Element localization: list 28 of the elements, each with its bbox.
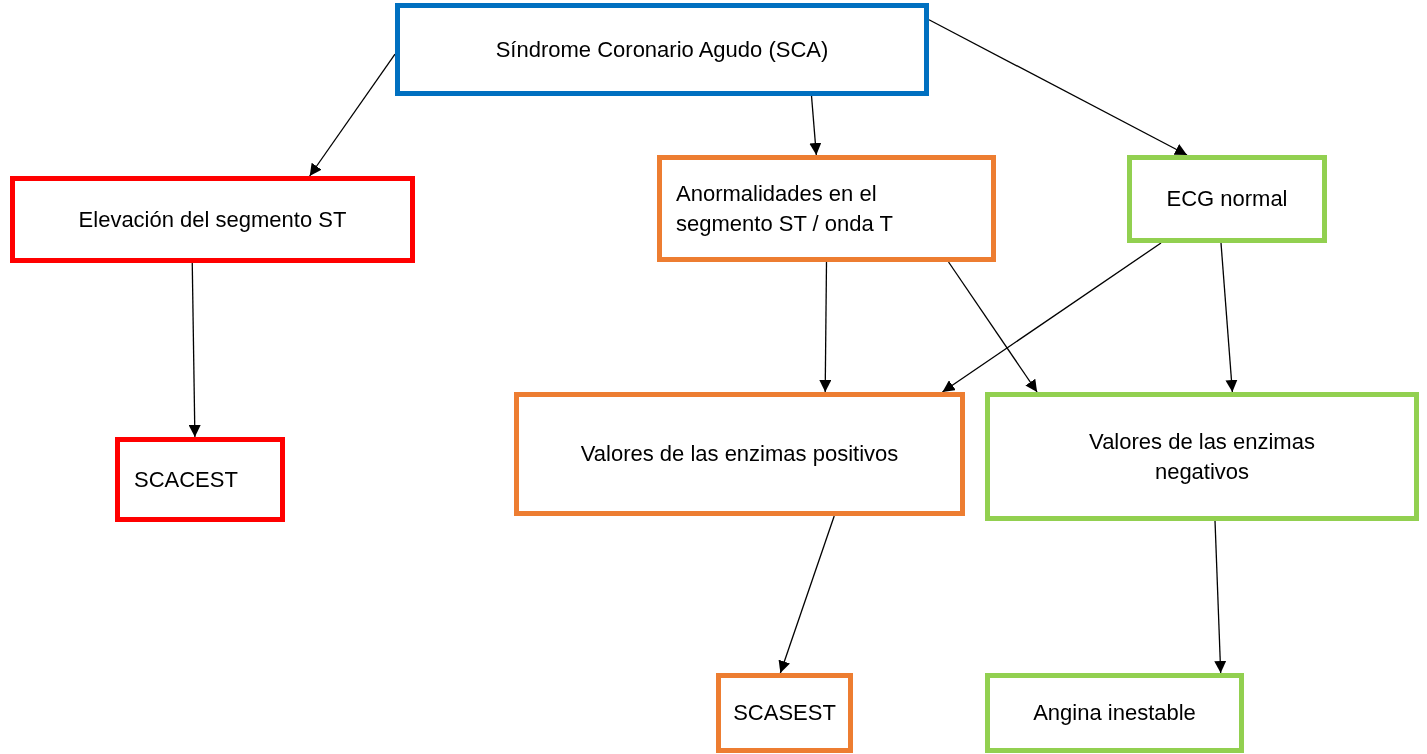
box-label: SCASEST [733,699,836,728]
arrow [309,53,396,177]
flow-box [115,437,285,522]
flow-box [716,673,853,753]
flow-box [10,176,415,263]
arrow [778,515,835,674]
flow-box [985,392,1419,521]
box-label: Angina inestable [1033,699,1196,728]
arrow [941,242,1162,393]
flow-box [657,155,996,262]
box-label: Elevación del segmento ST [78,205,347,234]
flow-box [985,673,1244,753]
box-label: ECG normal [1166,185,1288,214]
arrow [1214,520,1227,674]
box-label: Anormalidades en el segmento ST / onda T [676,179,894,238]
box-label: Valores de las enzimas positivos [580,440,899,469]
box-label: Síndrome Coronario Agudo (SCA) [495,35,829,64]
arrow [819,261,832,393]
flow-box [514,392,965,516]
arrow [947,261,1038,393]
box-label: Valores de las enzimas negativos [1088,427,1316,486]
flow-box [1127,155,1327,243]
arrow [188,262,201,438]
arrow [1220,242,1238,393]
arrow [809,95,822,156]
arrow [928,19,1188,156]
flow-box [395,3,929,96]
box-label: SCACEST [134,465,238,494]
